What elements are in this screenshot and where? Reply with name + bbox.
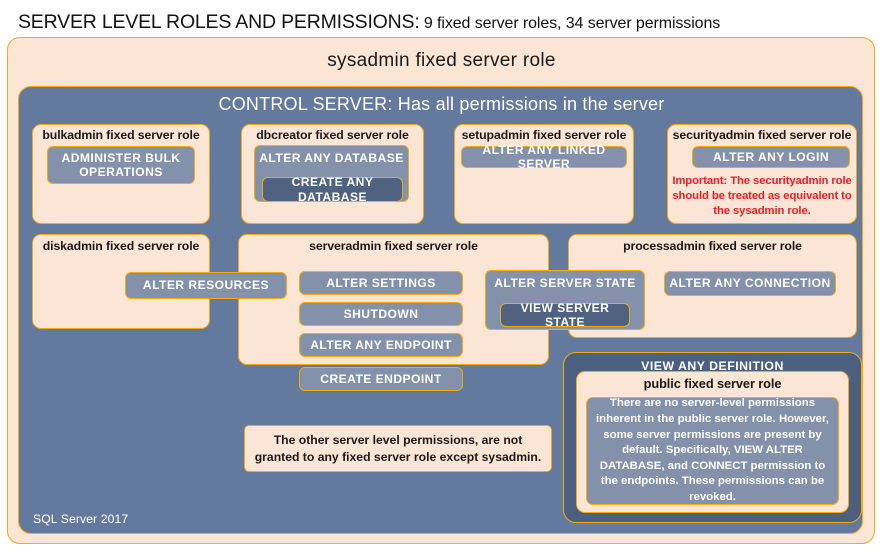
permission-alter-server-state-label: ALTER SERVER STATE xyxy=(494,276,636,290)
permission-alter-settings[interactable]: ALTER SETTINGS xyxy=(299,271,463,295)
setupadmin-role-box xyxy=(454,124,634,224)
sql-server-version-label: SQL Server 2017 xyxy=(33,512,129,526)
securityadmin-role-box xyxy=(667,124,857,224)
dbcreator-role-label: dbcreator fixed server role xyxy=(256,128,409,142)
public-role-label: public fixed server role xyxy=(643,376,782,391)
permission-create-endpoint[interactable]: CREATE ENDPOINT xyxy=(299,367,463,391)
permission-administer-bulk-operations[interactable]: ADMINISTER BULK OPERATIONS xyxy=(47,146,195,184)
diskadmin-role-label: diskadmin fixed server role xyxy=(42,239,200,253)
page-title-main: SERVER LEVEL ROLES AND PERMISSIONS: xyxy=(18,11,420,33)
sysadmin-role-label: sysadmin fixed server role xyxy=(327,50,556,71)
other-permissions-note: The other server level permissions, are … xyxy=(244,425,552,472)
securityadmin-important-note: Important: The securityadmin role should… xyxy=(672,175,852,217)
bulkadmin-role-label: bulkadmin fixed server role xyxy=(42,128,200,142)
permission-view-any-definition-label: VIEW ANY DEFINITION xyxy=(641,359,784,373)
permission-shutdown[interactable]: SHUTDOWN xyxy=(299,302,463,326)
permission-alter-any-endpoint[interactable]: ALTER ANY ENDPOINT xyxy=(299,333,463,357)
permission-alter-any-login[interactable]: ALTER ANY LOGIN xyxy=(692,146,850,168)
securityadmin-role-label: securityadmin fixed server role xyxy=(672,128,852,142)
permission-alter-any-linked-server[interactable]: ALTER ANY LINKED SERVER xyxy=(461,143,627,171)
permission-alter-any-database-label: ALTER ANY DATABASE xyxy=(259,151,404,165)
permission-create-any-database[interactable]: CREATE ANY DATABASE xyxy=(262,175,403,204)
page-title-subtitle: 9 fixed server roles, 34 server permissi… xyxy=(419,15,721,32)
permission-alter-resources[interactable]: ALTER RESOURCES xyxy=(125,272,287,299)
page-title: SERVER LEVEL ROLES AND PERMISSIONS: 9 fi… xyxy=(18,8,868,36)
serveradmin-role-label: serveradmin fixed server role xyxy=(309,239,478,253)
control-server-label: CONTROL SERVER: Has all permissions in t… xyxy=(218,94,665,114)
public-role-description: There are no server-level permissions in… xyxy=(586,397,839,505)
permission-view-server-state[interactable]: VIEW SERVER STATE xyxy=(500,301,630,329)
permission-alter-any-connection[interactable]: ALTER ANY CONNECTION xyxy=(664,271,836,296)
setupadmin-role-label: setupadmin fixed server role xyxy=(461,128,627,142)
processadmin-role-label: processadmin fixed server role xyxy=(623,239,802,253)
